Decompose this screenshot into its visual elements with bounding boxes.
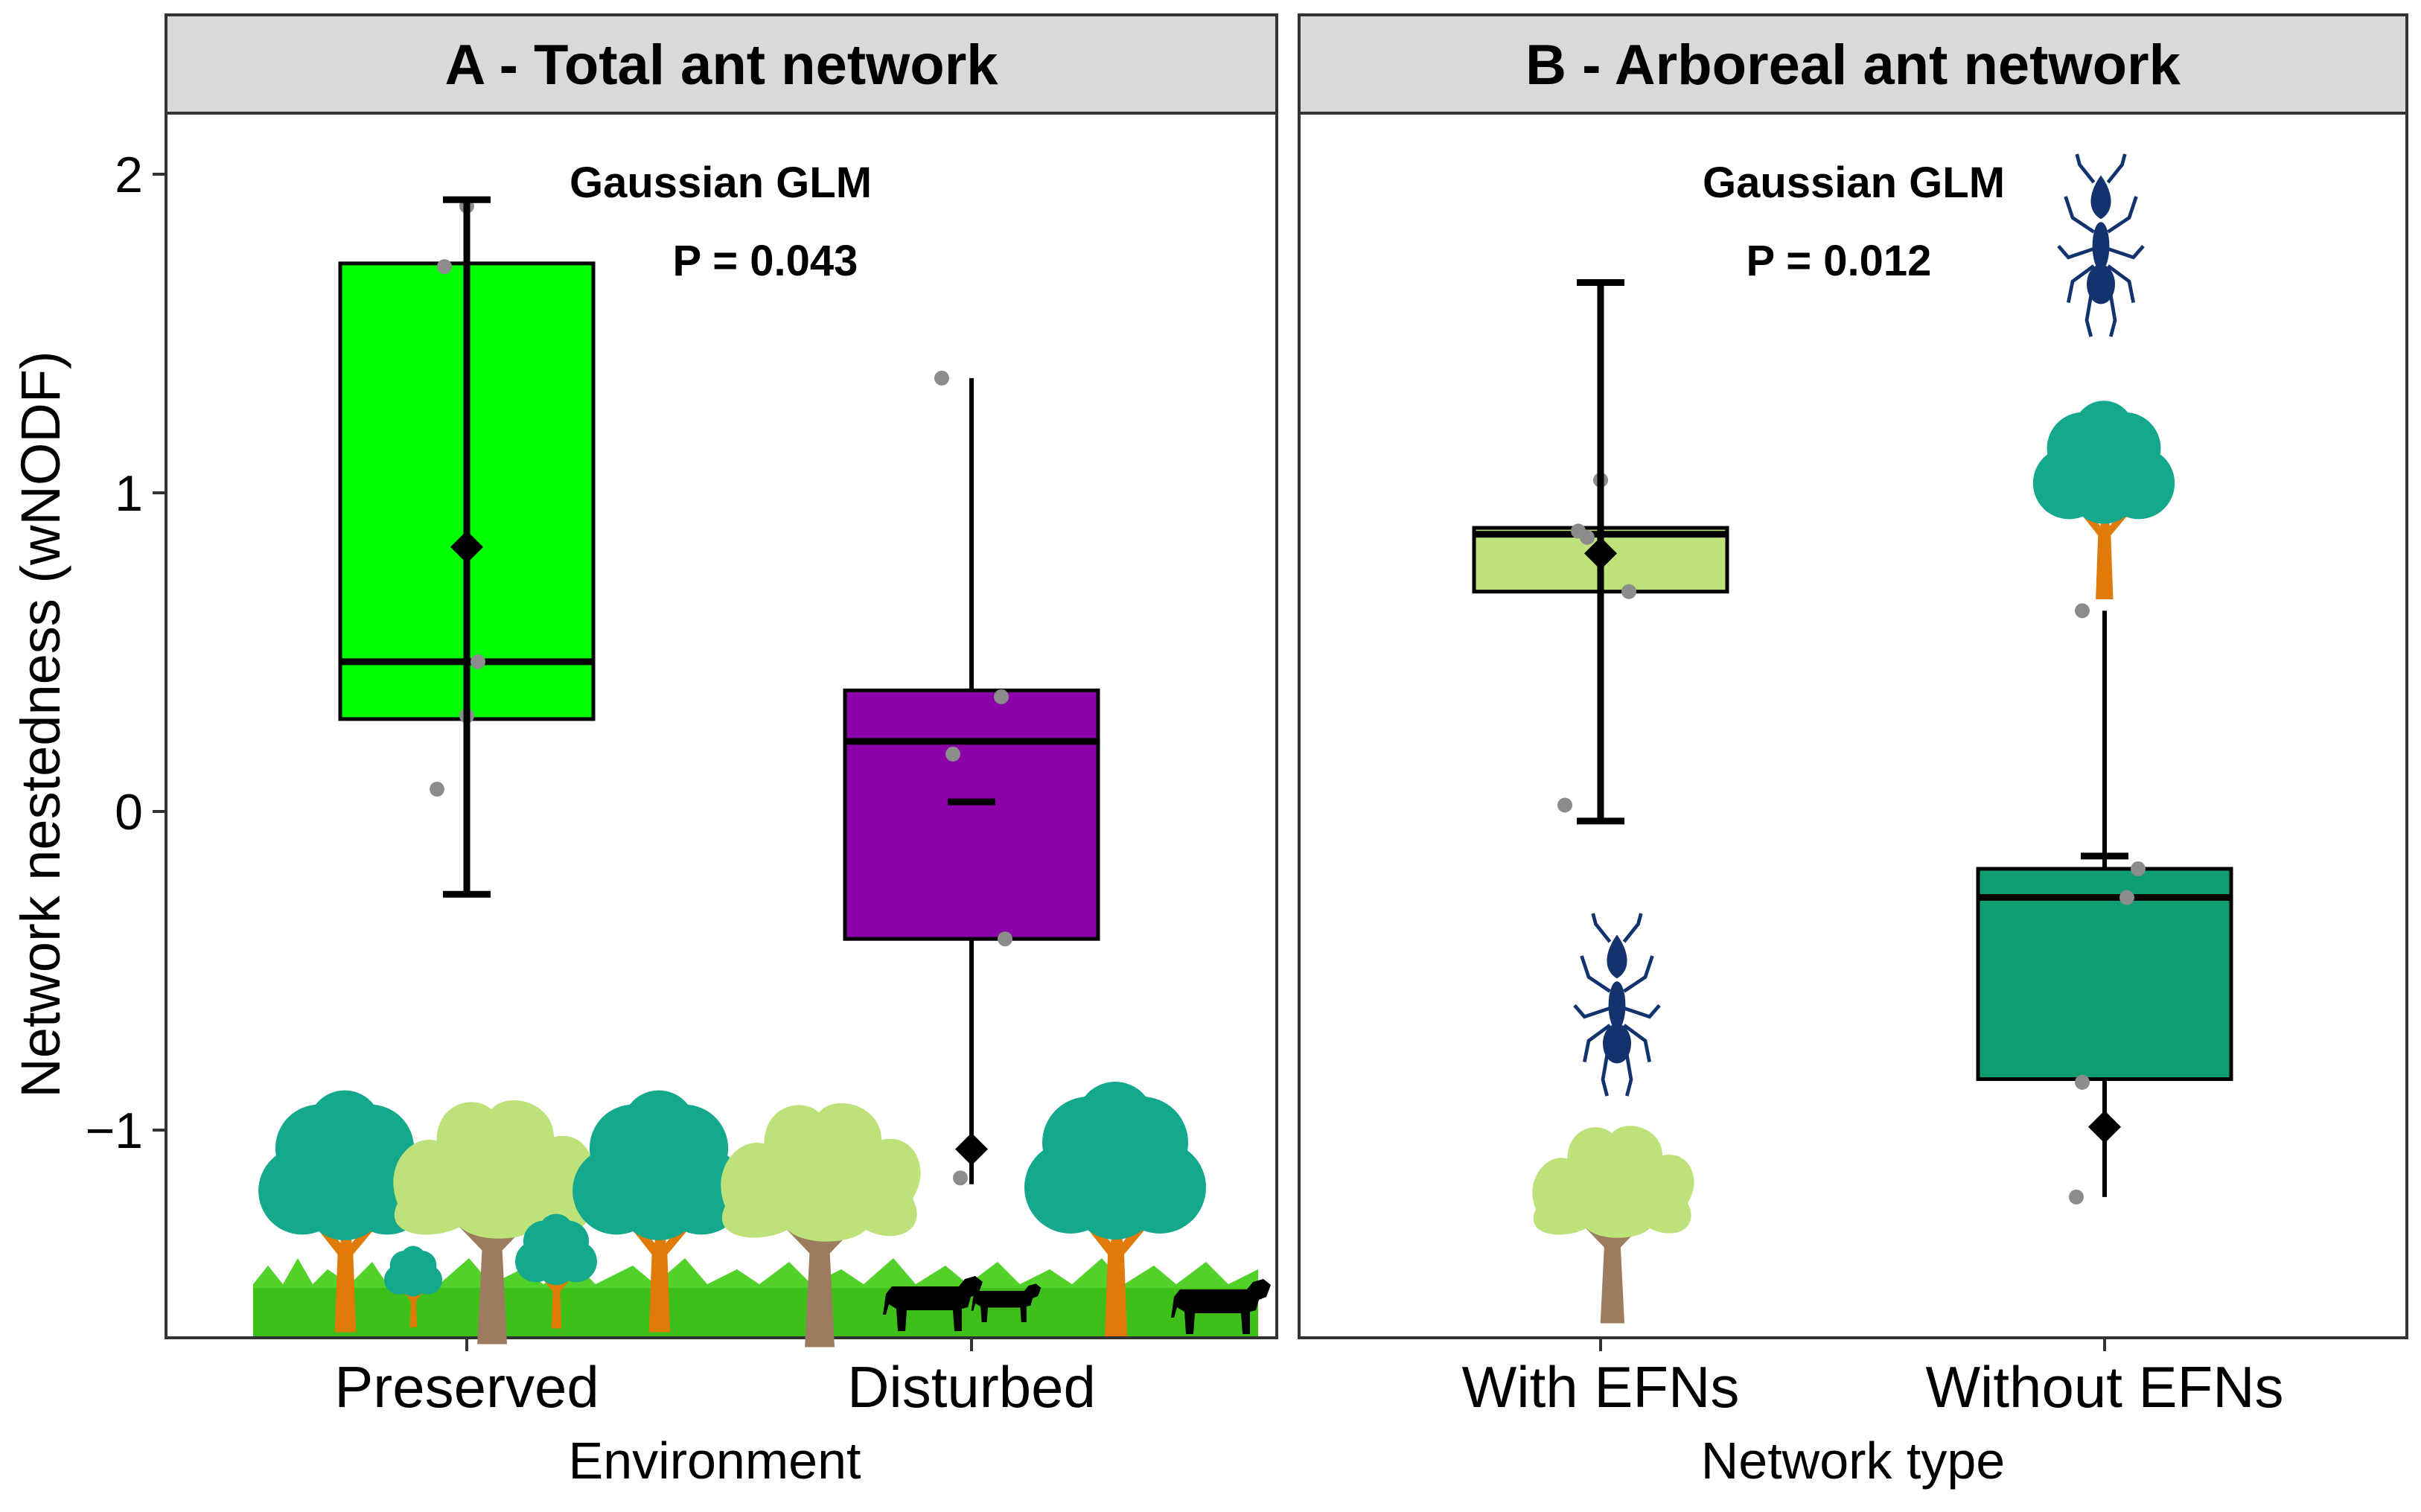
panel-b-title: B - Arboreal ant network	[1525, 34, 2181, 97]
ant-icon	[1575, 913, 1659, 1096]
data-point	[2075, 603, 2090, 619]
data-point	[2131, 861, 2146, 877]
mean-marker	[1584, 537, 1617, 570]
data-point	[430, 782, 444, 797]
data-point	[994, 689, 1009, 704]
data-point	[998, 931, 1012, 947]
x-tick-label: Disturbed	[847, 1354, 1096, 1420]
panel-b-plot-border	[1298, 112, 2408, 1339]
panel-a-pvalue: P = 0.043	[673, 237, 858, 285]
panel-b: B - Arboreal ant network Gaussian GLM P …	[1298, 13, 2408, 1490]
x-tick-label: Without EFNs	[1925, 1354, 2283, 1420]
x-tick-label: Preserved	[334, 1354, 599, 1420]
data-point	[953, 1170, 968, 1186]
data-point	[1580, 529, 1595, 545]
y-tick-label: 1	[115, 465, 143, 522]
panel-a-plot-border	[165, 112, 1278, 1339]
y-tick-label: −1	[85, 1103, 143, 1159]
data-point	[2119, 890, 2134, 905]
x-tick-label: With EFNs	[1462, 1354, 1740, 1420]
data-point	[934, 370, 949, 386]
data-point	[1557, 797, 1572, 813]
data-point	[471, 654, 485, 669]
data-point	[2069, 1189, 2084, 1205]
mean-marker	[450, 530, 483, 564]
data-point	[945, 746, 960, 762]
y-axis-title: Network nestedness (wNODF)	[10, 351, 71, 1097]
panel-b-pvalue: P = 0.012	[1747, 237, 1932, 285]
panel-a-title: A - Total ant network	[444, 34, 998, 97]
data-point	[1621, 584, 1636, 599]
panel-b-x-axis-title: Network type	[1701, 1432, 2005, 1490]
panel-a-method: Gaussian GLM	[570, 159, 872, 207]
panel-a-strip	[165, 13, 1278, 115]
panel-b-strip	[1298, 13, 2408, 115]
tree-icon	[2032, 401, 2175, 599]
y-tick-label: 2	[115, 147, 143, 203]
mean-marker	[2088, 1110, 2121, 1143]
y-tick-label: 0	[115, 784, 143, 840]
mean-marker	[955, 1132, 988, 1166]
box-without-efns	[1976, 867, 2233, 1082]
box-disturbed	[843, 688, 1100, 941]
data-point	[2075, 1074, 2090, 1090]
ant-icon	[2058, 154, 2143, 336]
data-point	[437, 259, 452, 275]
tree-icon	[1532, 1126, 1694, 1324]
panel-a-landscape	[253, 1082, 1271, 1347]
y-axis: −1 0 1 2	[85, 147, 166, 1159]
panel-b-method: Gaussian GLM	[1703, 159, 2005, 207]
panel-b-marks	[1472, 279, 2233, 1205]
panel-a: A - Total ant network Gaussian GLM P = 0…	[85, 13, 1278, 1490]
panel-a-marks	[338, 196, 1100, 1186]
panel-a-x-axis-title: Environment	[569, 1432, 861, 1490]
panel-b-illustrations	[1532, 154, 2175, 1324]
